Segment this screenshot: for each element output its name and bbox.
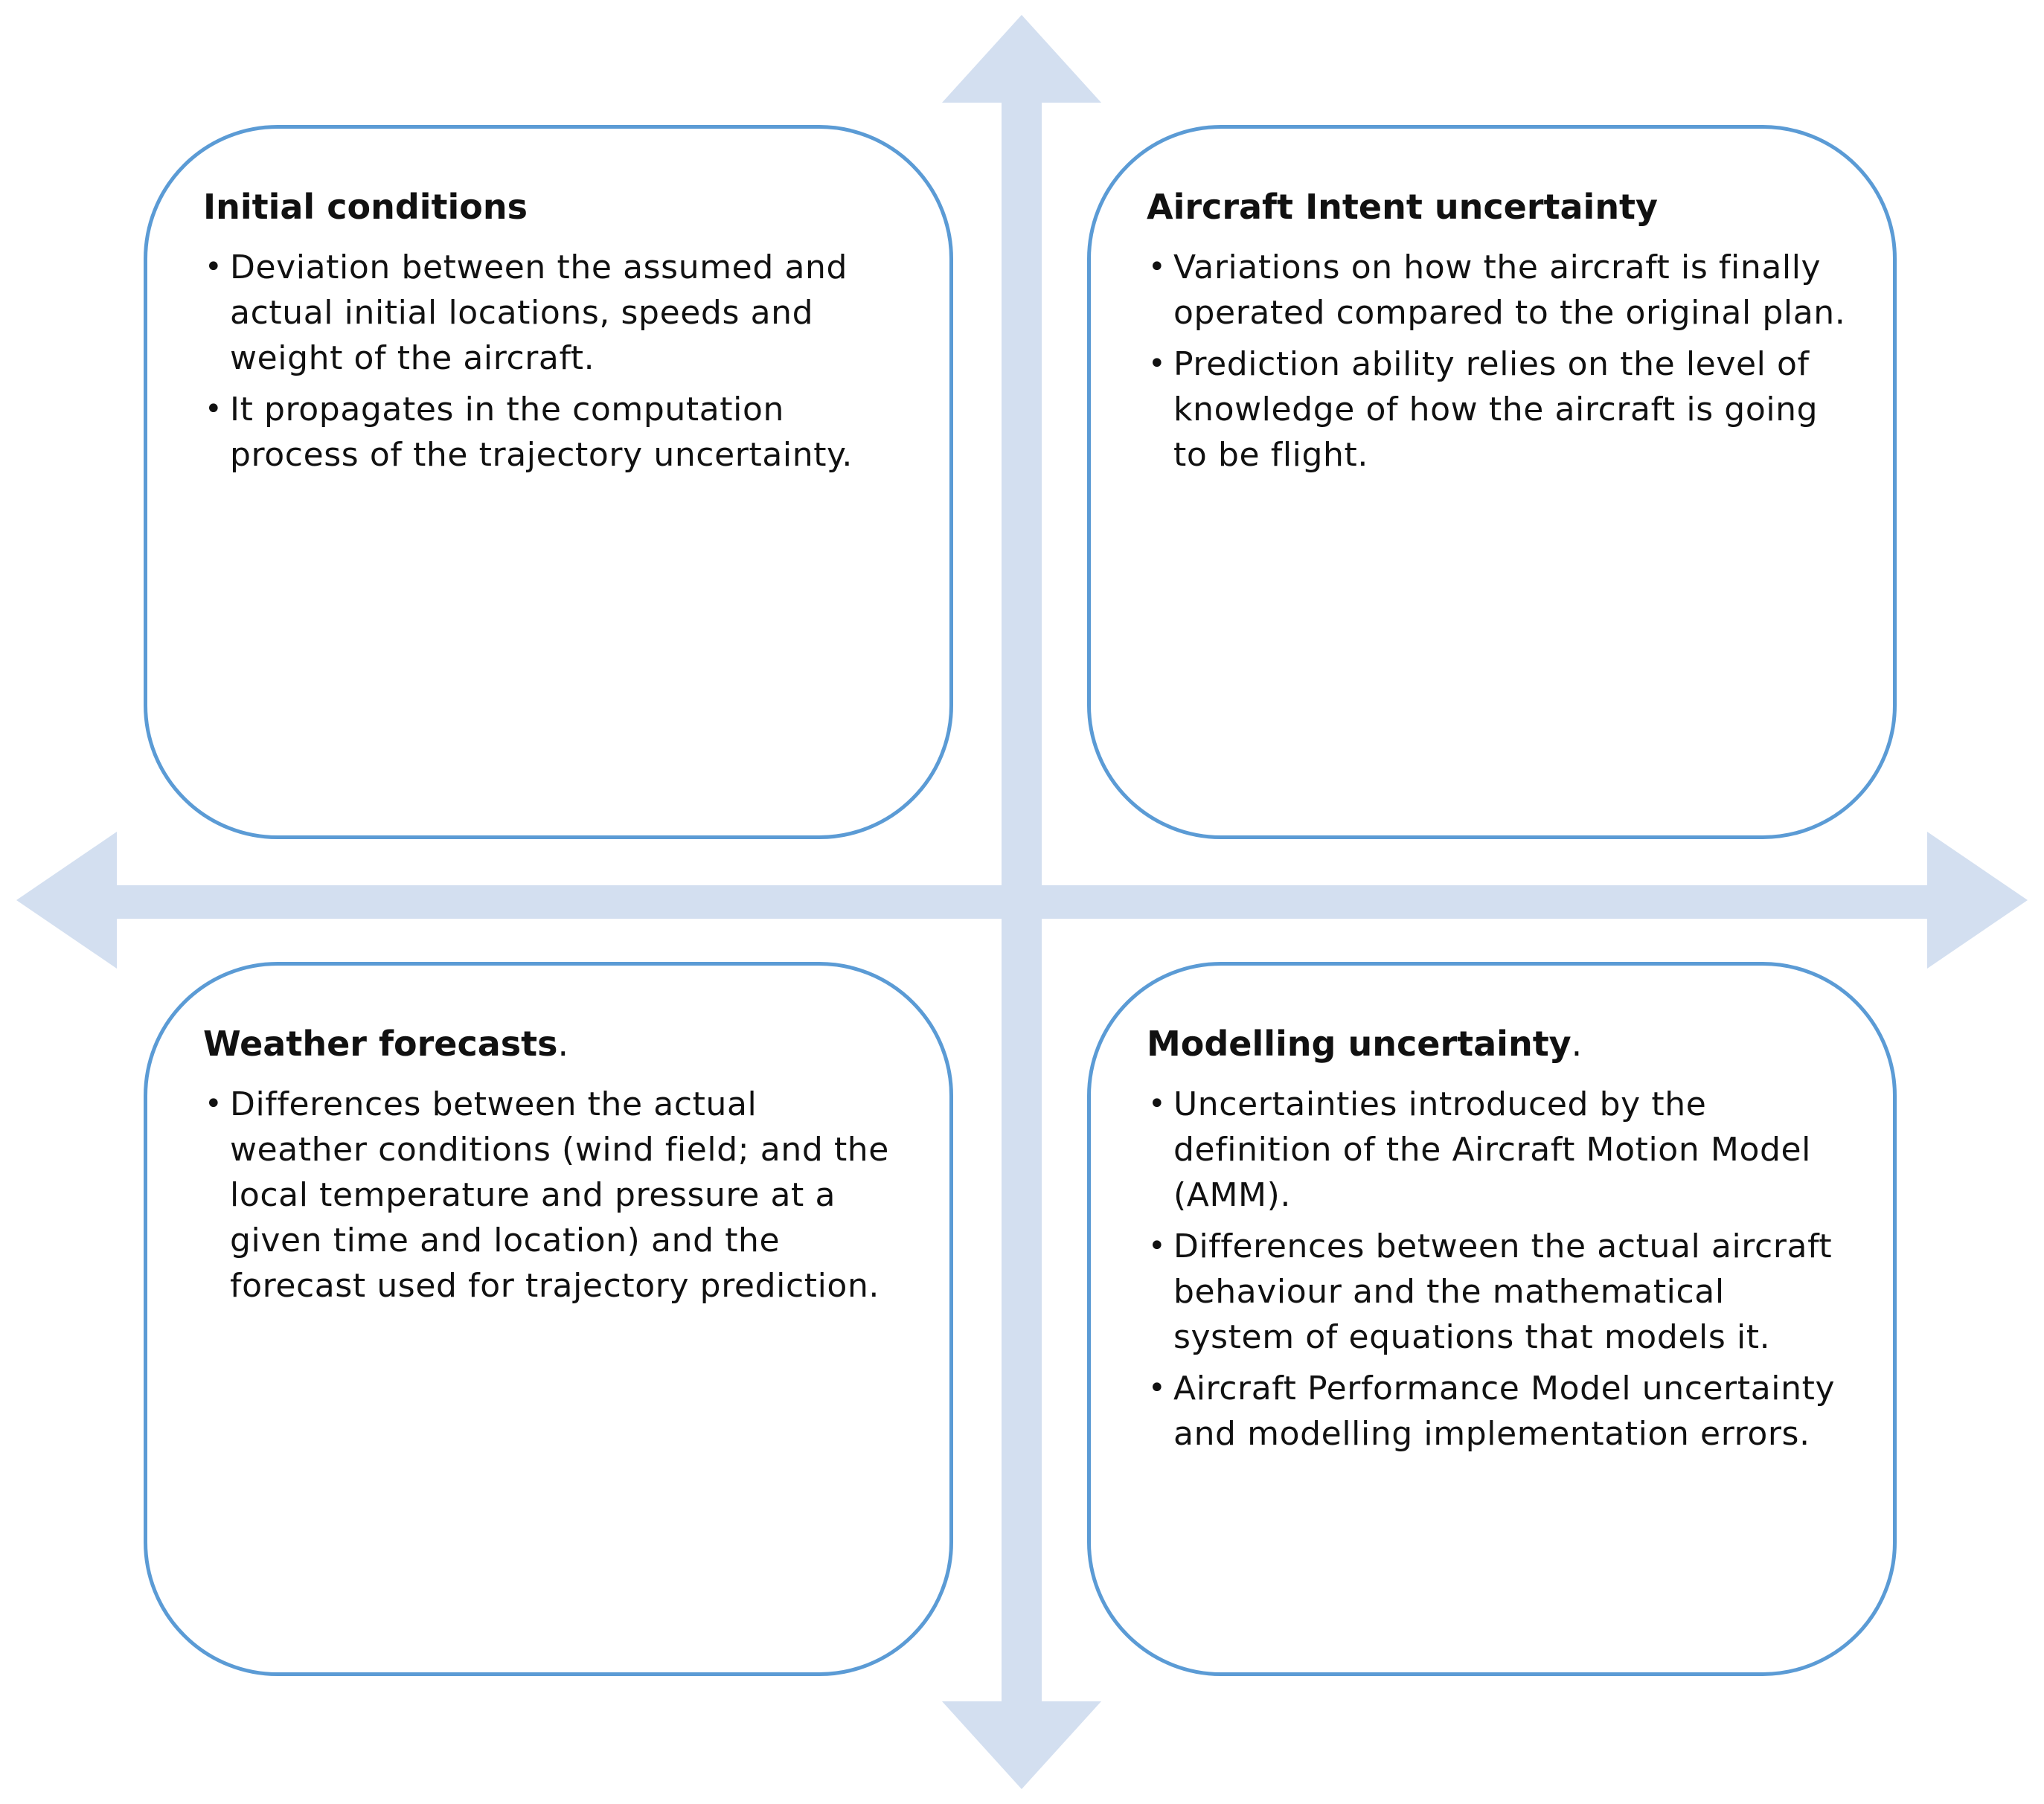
bullet-icon: •	[1148, 250, 1167, 284]
quadrant-title: Initial conditions	[203, 187, 528, 227]
bullet-list: •Deviation between the assumed and actua…	[203, 245, 905, 478]
bullet-icon: •	[1148, 1229, 1167, 1263]
bullet-list: •Uncertainties introduced by the definit…	[1147, 1082, 1848, 1457]
bullet-list: •Differences between the actual weather …	[203, 1082, 905, 1309]
list-item: •It propagates in the computation proces…	[203, 387, 905, 478]
list-item: •Aircraft Performance Model uncertainty …	[1147, 1366, 1848, 1457]
bullet-icon: •	[205, 250, 223, 284]
quadrant-weather-forecasts: Weather forecasts. •Differences between …	[144, 962, 953, 1676]
quadrant-title: Aircraft Intent uncertainty	[1147, 187, 1659, 227]
list-item: •Variations on how the aircraft is final…	[1147, 245, 1848, 336]
quadrant-aircraft-intent-uncertainty: Aircraft Intent uncertainty •Variations …	[1087, 125, 1897, 839]
horizontal-double-arrow	[16, 832, 2028, 969]
bullet-icon: •	[1148, 347, 1167, 381]
quadrant-initial-conditions: Initial conditions •Deviation between th…	[144, 125, 953, 839]
bullet-icon: •	[1148, 1371, 1167, 1405]
list-item: •Differences between the actual aircraft…	[1147, 1224, 1848, 1360]
bullet-icon: •	[205, 392, 223, 426]
list-item: •Uncertainties introduced by the definit…	[1147, 1082, 1848, 1218]
bullet-icon: •	[1148, 1087, 1167, 1121]
list-item: •Prediction ability relies on the level …	[1147, 341, 1848, 478]
bullet-icon: •	[205, 1087, 223, 1121]
list-item: •Deviation between the assumed and actua…	[203, 245, 905, 381]
list-item: •Differences between the actual weather …	[203, 1082, 905, 1309]
quadrant-title: Modelling uncertainty.	[1147, 1024, 1583, 1064]
quadrant-modelling-uncertainty: Modelling uncertainty. •Uncertainties in…	[1087, 962, 1897, 1676]
quadrant-title: Weather forecasts.	[203, 1024, 569, 1064]
bullet-list: •Variations on how the aircraft is final…	[1147, 245, 1848, 478]
